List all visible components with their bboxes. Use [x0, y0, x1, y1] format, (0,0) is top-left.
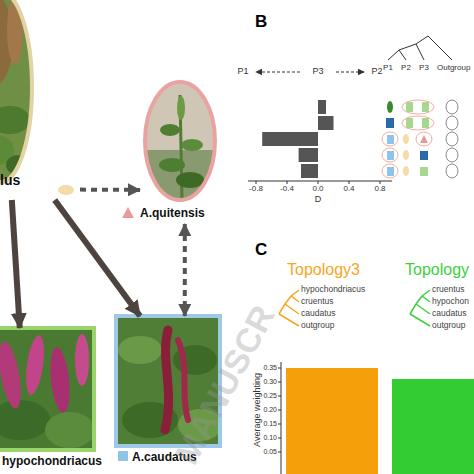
photo-frame [145, 82, 215, 200]
direction-arrow [256, 72, 300, 73]
species-marker [118, 451, 128, 461]
tree-tip: P3 [419, 64, 429, 73]
tick-label: 0.35 [263, 364, 277, 372]
tree-tip: outgroup [301, 321, 335, 330]
weight-bar [286, 368, 378, 474]
symbol-rows [382, 100, 458, 178]
species-name: hypochondriacus [2, 454, 102, 468]
species-photo: lus [0, 0, 80, 200]
tree-tip: cruentus [301, 297, 334, 306]
topology-tree [410, 290, 430, 326]
photo-frame [0, 0, 32, 182]
gene-flow-arrow [183, 224, 187, 316]
gene-flow-arrow [80, 188, 140, 192]
tree-tip: hypochon [432, 297, 469, 306]
tick-label: 0.4 [343, 185, 354, 194]
tick-label: 0.20 [263, 406, 277, 414]
tick-label: 0.8 [374, 185, 385, 194]
origin-arrow [55, 200, 140, 316]
axis-title: Average weighting [253, 373, 263, 447]
tree-tip: hypochondriacus [301, 285, 365, 294]
plant-photo [0, 0, 40, 190]
tick-label: 0.30 [263, 378, 277, 386]
topology-title: Topology3 [287, 261, 360, 279]
species-name: lus [0, 172, 20, 189]
weight-axis [278, 362, 281, 474]
tick-label: 0.10 [263, 434, 277, 442]
tick-label: 0.25 [263, 392, 277, 400]
direction-arrow [336, 72, 364, 73]
axis-title: D [315, 195, 322, 205]
tick-label: -0.8 [249, 185, 263, 194]
plant-photo [0, 328, 94, 450]
species-marker [58, 185, 74, 195]
species-tree [388, 36, 452, 60]
population-label: P3 [312, 67, 323, 77]
tree-tip: P1 [383, 64, 393, 73]
d-axis [248, 181, 392, 184]
population-label: P1 [237, 67, 248, 77]
panel-letter: B [255, 13, 267, 32]
tick-label: 0.05 [263, 448, 277, 456]
tree-tip: caudatus [301, 309, 336, 318]
topology-title: Topology [405, 261, 469, 279]
tick-label: 0.0 [312, 185, 323, 194]
tree-tip: caudatus [432, 309, 467, 318]
tick-label: 0.15 [263, 420, 277, 428]
tree-tip: P2 [401, 64, 411, 73]
tree-tip: cruentus [432, 285, 465, 294]
tree-tip: Outgroup [437, 64, 470, 73]
d-bars [262, 100, 333, 178]
weight-bar [392, 379, 474, 474]
species-photo: A.quitensis [140, 82, 220, 224]
species-photo: hypochondriacus [0, 328, 106, 474]
origin-arrow [12, 200, 20, 328]
species-marker [122, 207, 134, 218]
photo-frame [0, 0, 80, 200]
topology-tree [279, 290, 299, 326]
species-name: A.quitensis [140, 206, 205, 220]
photo-frame [0, 328, 94, 450]
population-label: P2 [371, 67, 382, 77]
panel-letter: C [255, 241, 267, 260]
plant-photo [140, 80, 220, 210]
photo-frame [0, 328, 106, 474]
tick-label: -0.4 [280, 185, 294, 194]
photo-frame [140, 82, 220, 224]
tree-tip: outgroup [432, 321, 466, 330]
